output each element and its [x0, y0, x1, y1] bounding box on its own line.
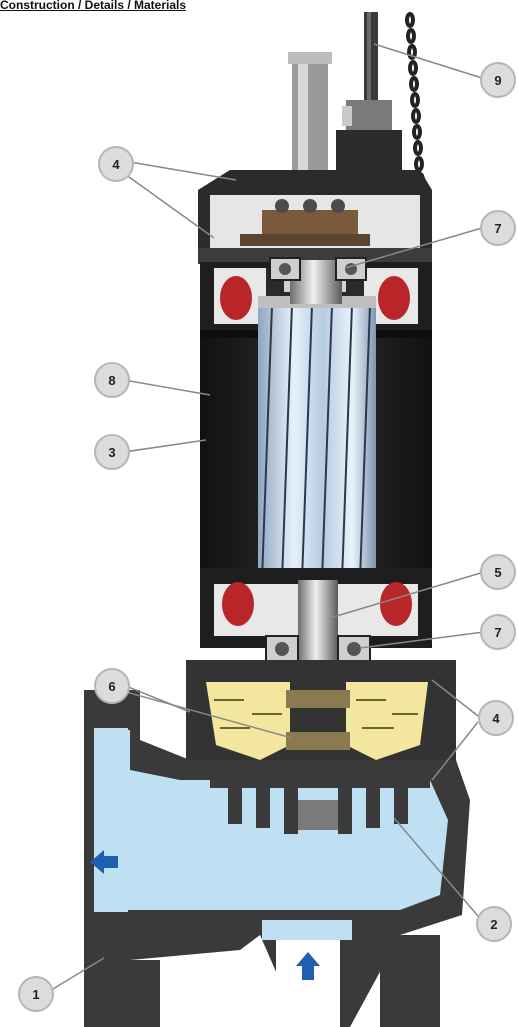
callout-4-bottom: 4 — [478, 700, 514, 736]
svg-text:4: 4 — [492, 711, 500, 726]
lower-winding-right — [380, 582, 412, 626]
callout-1: 1 — [18, 976, 54, 1012]
upper-winding-left — [220, 276, 252, 320]
callout-2: 2 — [476, 906, 512, 942]
top-cover — [198, 170, 432, 264]
outlet-arrow — [90, 850, 118, 874]
lifting-handle — [288, 52, 332, 185]
callout-6: 6 — [94, 668, 130, 704]
svg-text:4: 4 — [112, 157, 120, 172]
svg-text:6: 6 — [108, 679, 115, 694]
lifting-chain — [405, 12, 425, 188]
rotor — [258, 296, 376, 586]
svg-text:1: 1 — [32, 987, 39, 1002]
inlet-arrow — [296, 952, 320, 980]
lower-winding-left — [222, 582, 254, 626]
callout-9: 9 — [480, 62, 516, 98]
svg-text:8: 8 — [108, 373, 115, 388]
seal-housing — [186, 660, 456, 770]
leader-lines — [47, 43, 485, 993]
diagram-title: Construction / Details / Materials — [0, 0, 187, 12]
svg-text:2: 2 — [490, 917, 497, 932]
callout-7-top: 7 — [480, 210, 516, 246]
callout-5: 5 — [480, 554, 516, 590]
mechanical-seal-lower — [286, 732, 350, 750]
svg-text:7: 7 — [494, 221, 501, 236]
power-cable — [364, 12, 378, 102]
svg-text:9: 9 — [494, 73, 501, 88]
mechanical-seal-upper — [286, 690, 350, 708]
callout-8: 8 — [94, 362, 130, 398]
svg-text:7: 7 — [494, 625, 501, 640]
svg-text:3: 3 — [108, 445, 115, 460]
lower-bearing — [265, 635, 371, 663]
upper-winding-right — [378, 276, 410, 320]
svg-text:5: 5 — [494, 565, 501, 580]
terminal-block — [240, 199, 370, 246]
pump-casing — [84, 690, 470, 1027]
callout-7-bottom: 7 — [480, 614, 516, 650]
callout-3: 3 — [94, 434, 130, 470]
callout-4-top: 4 — [98, 146, 134, 182]
impeller — [210, 776, 430, 834]
